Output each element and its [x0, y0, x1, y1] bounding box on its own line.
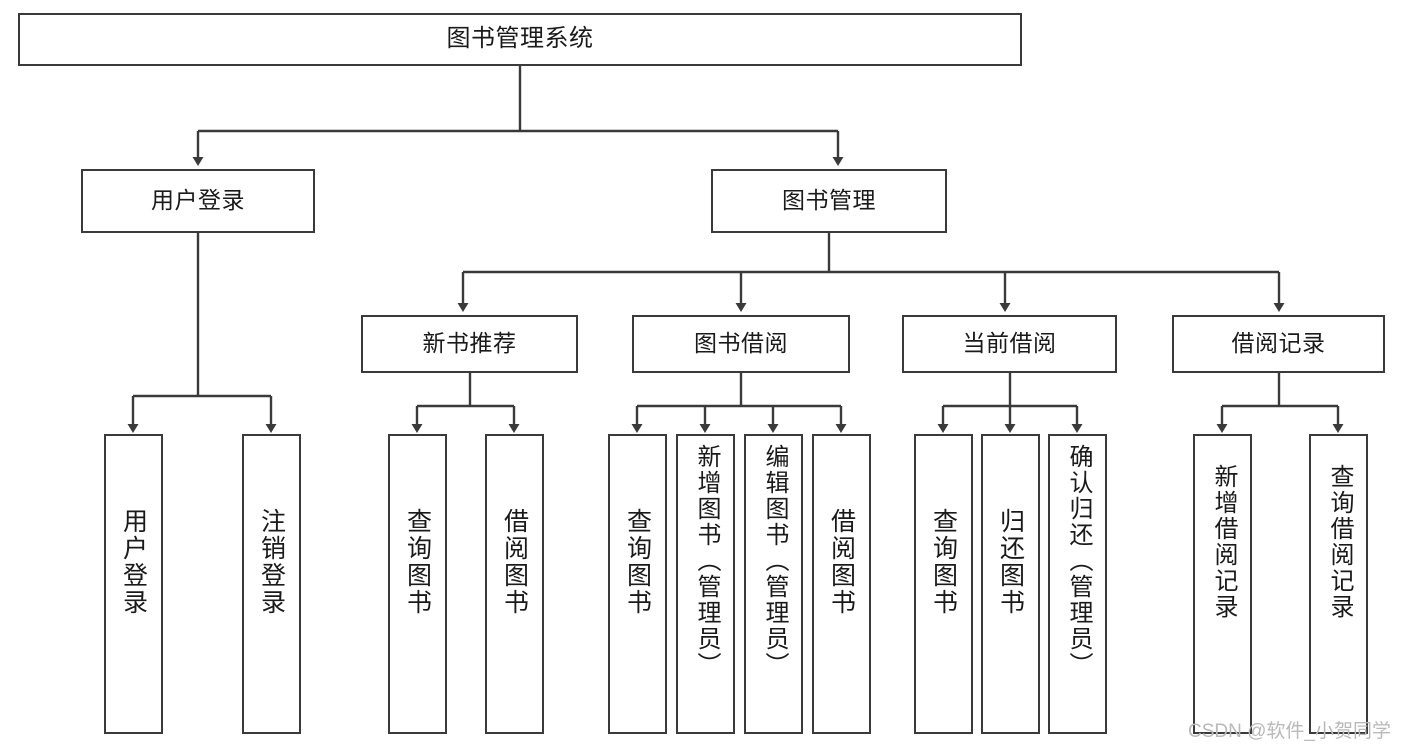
leaf-borrow-book-recommend[interactable]: 借阅图书	[485, 434, 544, 734]
node-book-borrow[interactable]: 图书借阅	[632, 315, 850, 373]
leaf-query-book-borrow[interactable]: 查询图书	[608, 434, 667, 734]
leaf-logout-login[interactable]: 注销登录	[242, 434, 301, 734]
node-current-borrow[interactable]: 当前借阅	[902, 315, 1117, 373]
node-user-login[interactable]: 用户登录	[81, 169, 315, 233]
node-root-book-management-system[interactable]: 图书管理系统	[18, 13, 1022, 66]
node-label: 查询借阅记录	[1325, 464, 1353, 620]
node-book-management[interactable]: 图书管理	[711, 169, 947, 233]
node-label: 查询图书	[623, 508, 652, 616]
leaf-return-book[interactable]: 归还图书	[981, 434, 1040, 734]
node-label: 图书管理系统	[446, 25, 594, 53]
node-label: 用户登录	[151, 187, 245, 214]
node-borrow-record[interactable]: 借阅记录	[1172, 315, 1385, 373]
node-label: 当前借阅	[962, 330, 1057, 357]
node-label: 借阅图书	[827, 508, 856, 616]
leaf-add-book-admin[interactable]: 新增图书（管理员）	[676, 434, 735, 734]
node-label: 查询图书	[929, 508, 958, 616]
node-label: 编辑图书（管理员）	[760, 444, 788, 678]
node-label: 查询图书	[403, 508, 432, 616]
leaf-confirm-return-admin[interactable]: 确认归还（管理员）	[1048, 434, 1107, 734]
node-new-book-recommend[interactable]: 新书推荐	[361, 315, 578, 373]
leaf-borrow-book[interactable]: 借阅图书	[812, 434, 871, 734]
leaf-user-login[interactable]: 用户登录	[104, 434, 163, 734]
node-label: 新增图书（管理员）	[692, 444, 720, 678]
leaf-add-borrow-record[interactable]: 新增借阅记录	[1193, 434, 1252, 734]
node-label: 用户登录	[119, 508, 148, 616]
node-label: 新书推荐	[422, 330, 517, 357]
node-label: 图书借阅	[694, 330, 788, 357]
node-label: 借阅图书	[500, 508, 529, 616]
node-label: 图书管理	[782, 187, 876, 214]
leaf-query-borrow-record[interactable]: 查询借阅记录	[1309, 434, 1368, 734]
leaf-edit-book-admin[interactable]: 编辑图书（管理员）	[744, 434, 803, 734]
leaf-query-book-recommend[interactable]: 查询图书	[388, 434, 447, 734]
node-label: 归还图书	[996, 508, 1025, 616]
node-label: 新增借阅记录	[1209, 464, 1237, 620]
node-label: 确认归还（管理员）	[1064, 444, 1092, 678]
leaf-query-book-current[interactable]: 查询图书	[914, 434, 973, 734]
node-label: 注销登录	[257, 508, 286, 616]
node-label: 借阅记录	[1231, 330, 1326, 357]
